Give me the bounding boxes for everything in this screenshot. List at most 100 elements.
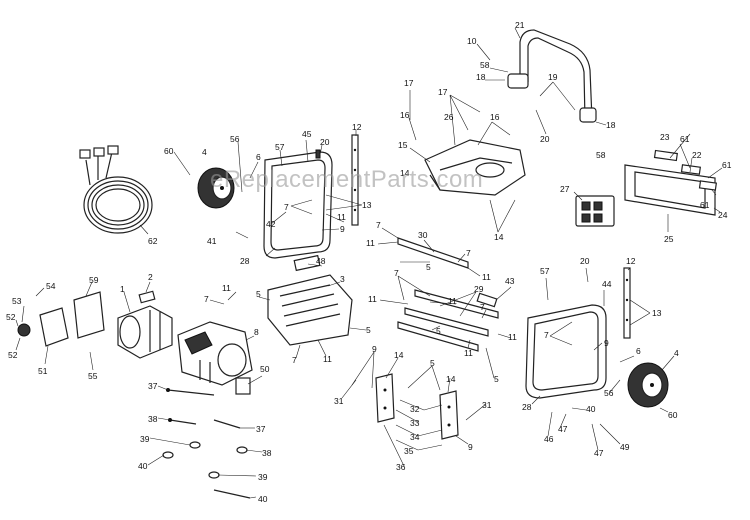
- foot-bracket-left: [375, 373, 395, 423]
- callout-28: 28: [240, 256, 250, 266]
- callout-58: 58: [596, 150, 606, 160]
- right-frame: [525, 304, 607, 399]
- callout-31: 31: [482, 400, 492, 410]
- callout-6: 6: [636, 346, 641, 356]
- callout-9: 9: [604, 338, 609, 348]
- callout-14: 14: [446, 374, 456, 384]
- callout-49: 49: [620, 442, 630, 452]
- callout-29: 29: [474, 284, 484, 294]
- callout-7: 7: [466, 248, 471, 258]
- wheel-left: [197, 167, 235, 209]
- callout-60: 60: [668, 410, 678, 420]
- callout-61: 61: [700, 200, 710, 210]
- callout-47: 47: [594, 448, 604, 458]
- callout-7: 7: [394, 268, 399, 278]
- callout-1: 1: [120, 284, 125, 294]
- callout-43: 43: [505, 276, 515, 286]
- callout-54: 54: [46, 281, 56, 291]
- engine-decal: [235, 377, 251, 395]
- callout-18: 18: [476, 72, 486, 82]
- callout-57: 57: [275, 142, 285, 152]
- muffler-shield: [267, 254, 353, 346]
- callout-60: 60: [164, 146, 174, 156]
- callout-24: 24: [718, 210, 728, 220]
- callout-9: 9: [372, 344, 377, 354]
- callout-47: 47: [558, 424, 568, 434]
- callout-6: 6: [256, 152, 261, 162]
- callout-16: 16: [400, 110, 410, 120]
- callout-16: 16: [490, 112, 500, 122]
- callout-34: 34: [410, 432, 420, 442]
- callout-22: 22: [692, 150, 702, 160]
- callout-40: 40: [138, 461, 148, 471]
- callout-25: 25: [664, 234, 674, 244]
- callout-42: 42: [266, 219, 276, 229]
- callout-5: 5: [426, 262, 431, 272]
- callout-5: 5: [366, 325, 371, 335]
- callout-26: 26: [444, 112, 454, 122]
- callout-36: 36: [396, 462, 406, 472]
- callout-40: 40: [258, 494, 268, 504]
- callout-28: 28: [522, 402, 532, 412]
- callout-12: 12: [626, 256, 636, 266]
- callout-51: 51: [38, 366, 48, 376]
- callout-11: 11: [337, 212, 346, 222]
- callout-4: 4: [674, 348, 679, 358]
- outlet-assembly: [575, 195, 615, 227]
- callout-62: 62: [148, 236, 158, 246]
- callout-57: 57: [540, 266, 550, 276]
- callout-27: 27: [560, 184, 570, 194]
- rail-decal: [476, 292, 498, 308]
- callout-7: 7: [204, 294, 209, 304]
- callout-32: 32: [410, 404, 420, 414]
- leader-lines: [15, 27, 723, 499]
- callout-13: 13: [652, 308, 662, 318]
- power-cord: [79, 145, 153, 234]
- callout-20: 20: [540, 134, 550, 144]
- left-frame: [263, 149, 333, 259]
- callout-11: 11: [448, 296, 457, 306]
- callout-7: 7: [376, 220, 381, 230]
- mount-bracket-right: [623, 267, 631, 339]
- callout-15: 15: [398, 140, 408, 150]
- callout-33: 33: [410, 418, 420, 428]
- callout-50: 50: [260, 364, 270, 374]
- callout-45: 45: [302, 129, 312, 139]
- crossbar-mid: [397, 289, 499, 352]
- callout-5: 5: [436, 326, 441, 336]
- callout-3: 3: [340, 274, 345, 284]
- callout-11: 11: [482, 272, 491, 282]
- callout-23: 23: [660, 132, 670, 142]
- callout-11: 11: [366, 238, 375, 248]
- callout-11: 11: [368, 294, 377, 304]
- watermark-text: eReplacementParts.com: [210, 166, 484, 193]
- callout-5: 5: [430, 358, 435, 368]
- callout-11: 11: [464, 348, 473, 358]
- callout-11: 11: [508, 332, 517, 342]
- callout-14: 14: [394, 350, 404, 360]
- callout-30: 30: [418, 230, 428, 240]
- callout-38: 38: [148, 414, 158, 424]
- control-panel-plate: [624, 149, 718, 216]
- mount-bracket-left: [351, 134, 359, 226]
- callout-61: 61: [722, 160, 732, 170]
- callout-9: 9: [468, 442, 473, 452]
- callout-58: 58: [480, 60, 490, 70]
- callout-44: 44: [602, 279, 612, 289]
- crossbar-upper: [397, 237, 469, 269]
- callout-11: 11: [323, 354, 332, 364]
- alternator: [117, 305, 173, 359]
- callout-labels: 21 10 58 18 19 17 17 16 26 16 20 18 58 1…: [6, 20, 732, 504]
- callout-31: 31: [334, 396, 344, 406]
- callout-17: 17: [438, 87, 448, 97]
- callout-7: 7: [544, 330, 549, 340]
- callout-56: 56: [230, 134, 240, 144]
- callout-52: 52: [6, 312, 16, 322]
- callout-59: 59: [89, 275, 99, 285]
- callout-39: 39: [140, 434, 150, 444]
- callout-9: 9: [340, 224, 345, 234]
- callout-48: 48: [316, 256, 326, 266]
- callout-7: 7: [292, 355, 297, 365]
